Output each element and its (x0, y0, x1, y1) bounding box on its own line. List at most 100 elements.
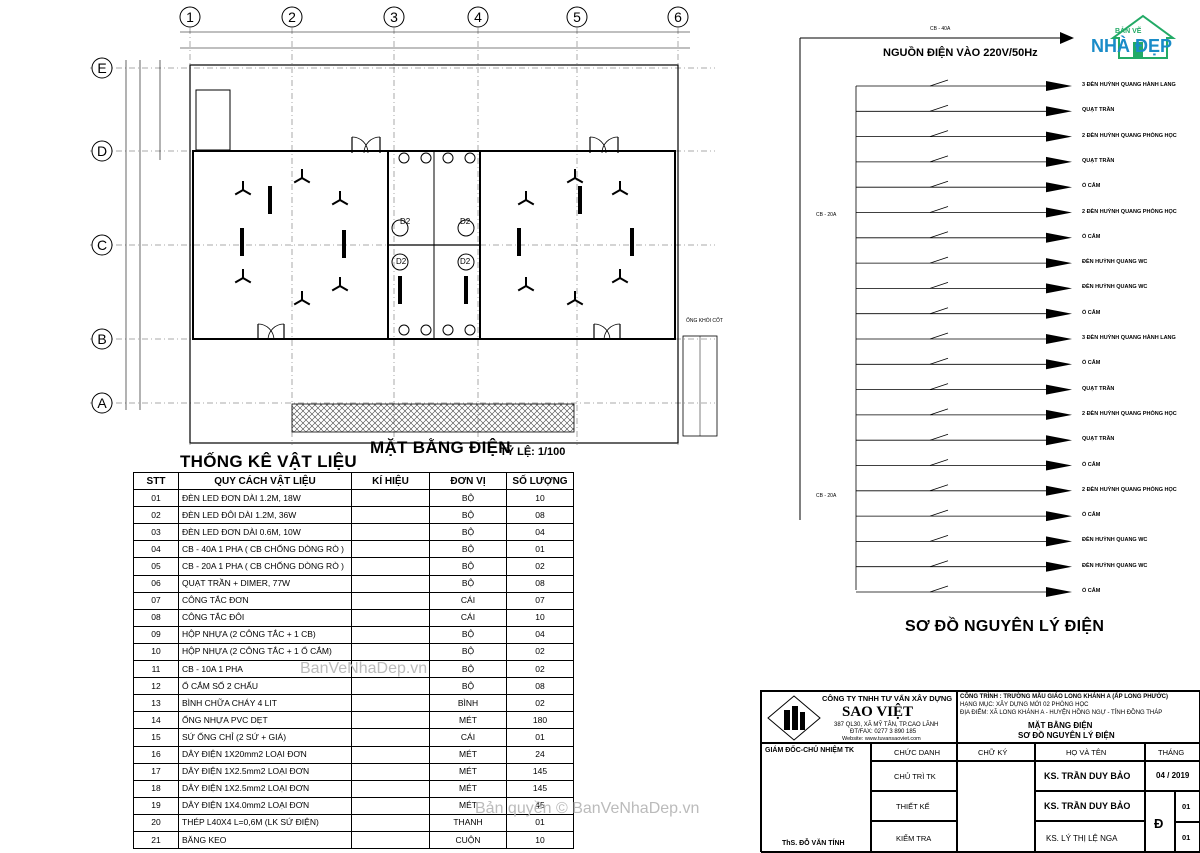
cell-symbol (352, 592, 430, 609)
cell-stt: 12 (134, 678, 179, 695)
switch-icon (930, 485, 948, 491)
company-phone: ĐT/FAX: 0277 3 890 185 (850, 729, 916, 735)
header-symbol: KÍ HIỆU (352, 473, 430, 490)
switch-icon (930, 282, 948, 288)
signature-cell (957, 761, 1035, 853)
header-unit: ĐƠN VỊ (430, 473, 507, 490)
cell-qty: 145 (507, 780, 574, 797)
load-label: QUẠT TRẦN (1082, 436, 1114, 442)
cell-symbol (352, 678, 430, 695)
company-address: 387 QL30, XÃ MỸ TÂN, TP.CAO LÃNH (834, 722, 938, 728)
cell-unit: CÁI (430, 729, 507, 746)
load-label: ĐÈN HUỲNH QUANG WC (1082, 563, 1147, 569)
switch-icon (930, 308, 948, 314)
cell-symbol (352, 746, 430, 763)
grid-row-label: E (97, 60, 106, 76)
branch-breaker-1: CB - 20A (816, 212, 836, 218)
director-label: GIÁM ĐỐC-CHỦ NHIỆM TK (765, 747, 854, 754)
ceiling-fan-icon (294, 291, 310, 305)
cell-qty: 10 (507, 609, 574, 626)
cell-stt: 11 (134, 661, 179, 678)
grid-col-label: 4 (474, 9, 482, 25)
switch-icon (930, 257, 948, 263)
led-light-icon (398, 276, 402, 304)
load-arrow (1046, 132, 1072, 142)
load-arrow (1046, 511, 1072, 521)
company-website: Website: www.tuvansaoviet.com (842, 736, 921, 742)
cell-stt: 10 (134, 643, 179, 660)
load-label: ĐÈN HUỲNH QUANG WC (1082, 537, 1147, 543)
cell-spec: HỘP NHỰA (2 CÔNG TẮC + 1 Ổ CẮM) (179, 643, 352, 660)
watermark-2: Bản quyền © BanVeNhaDep.vn (475, 800, 699, 818)
cell-symbol (352, 541, 430, 558)
hdr-role: CHỨC DANH (894, 748, 940, 757)
cell-stt: 16 (134, 746, 179, 763)
wiring-diagram (800, 32, 1074, 597)
switch-icon (930, 384, 948, 390)
door-swing-icon (258, 324, 274, 340)
load-label: ĐÈN HUỲNH QUANG WC (1082, 259, 1147, 265)
ceiling-fan-icon (294, 169, 310, 183)
load-label: Ổ CẮM (1082, 588, 1100, 594)
header-stt: STT (134, 473, 179, 490)
cell-unit: BỘ (430, 507, 507, 524)
date-cell: 04 / 2019 (1145, 761, 1200, 791)
materials-title: THỐNG KÊ VẬT LIỆU (180, 452, 357, 472)
switch-icon (930, 232, 948, 238)
cell-qty: 08 (507, 678, 574, 695)
cell-stt: 14 (134, 712, 179, 729)
grid-row-label: D (97, 143, 107, 159)
hdr-name-cell: HỌ VÀ TÊN (1035, 743, 1145, 761)
project-line-2: HẠNG MỤC: XÂY DỰNG MỚI 02 PHÒNG HỌC (960, 702, 1089, 708)
cell-symbol (352, 712, 430, 729)
name-3: KS. LÝ THỊ LỆ NGA (1046, 834, 1117, 843)
cell-unit: BỘ (430, 575, 507, 592)
cell-spec: BÌNH CHỮA CHÁY 4 LIT (179, 695, 352, 712)
hdr-month: THÁNG (1158, 748, 1184, 757)
cell-symbol (352, 558, 430, 575)
cell-stt: 02 (134, 507, 179, 524)
name-2-cell: KS. TRẦN DUY BẢO (1035, 791, 1145, 821)
watermark-1: BanVeNhaDep.vn (300, 660, 427, 678)
source-label: NGUỒN ĐIỆN VÀO 220V/50Hz (883, 47, 1038, 59)
cell-unit: CUỘN (430, 831, 507, 848)
cell-qty: 08 (507, 575, 574, 592)
name-1-cell: KS. TRẦN DUY BẢO (1035, 761, 1145, 791)
cell-symbol (352, 575, 430, 592)
switch-icon (930, 434, 948, 440)
diagram-title: SƠ ĐỒ NGUYÊN LÝ ĐIỆN (905, 618, 1104, 636)
load-label: Ổ CẮM (1082, 360, 1100, 366)
grid-col-label: 5 (573, 9, 581, 25)
load-label: QUẠT TRẦN (1082, 107, 1114, 113)
cell-stt: 17 (134, 763, 179, 780)
load-arrow (1046, 562, 1072, 572)
cell-spec: CÔNG TẮC ĐÔI (179, 609, 352, 626)
cell-qty: 01 (507, 541, 574, 558)
ceiling-fan-icon (567, 291, 583, 305)
led-light-icon (578, 186, 582, 214)
drawing-title-1: MẶT BẰNG ĐIỆN (1028, 721, 1092, 730)
cell-symbol (352, 763, 430, 780)
cell-stt: 05 (134, 558, 179, 575)
name-2: KS. TRẦN DUY BẢO (1044, 801, 1130, 811)
cell-unit: BỘ (430, 626, 507, 643)
cell-unit: BỘ (430, 541, 507, 558)
sheet-no-2: 01 (1182, 833, 1190, 842)
header-qty: SỐ LƯỢNG (507, 473, 574, 490)
load-arrow (1046, 435, 1072, 445)
load-arrow (1046, 587, 1072, 597)
plan-scale: TỶ LỆ: 1/100 (500, 446, 565, 458)
date: 04 / 2019 (1156, 771, 1189, 780)
wc-fixture-icon (421, 325, 431, 335)
director-box: GIÁM ĐỐC-CHỦ NHIỆM TK ThS. ĐỖ VĂN TÍNH (761, 743, 871, 853)
cell-spec: HỘP NHỰA (2 CÔNG TẮC + 1 CB) (179, 626, 352, 643)
